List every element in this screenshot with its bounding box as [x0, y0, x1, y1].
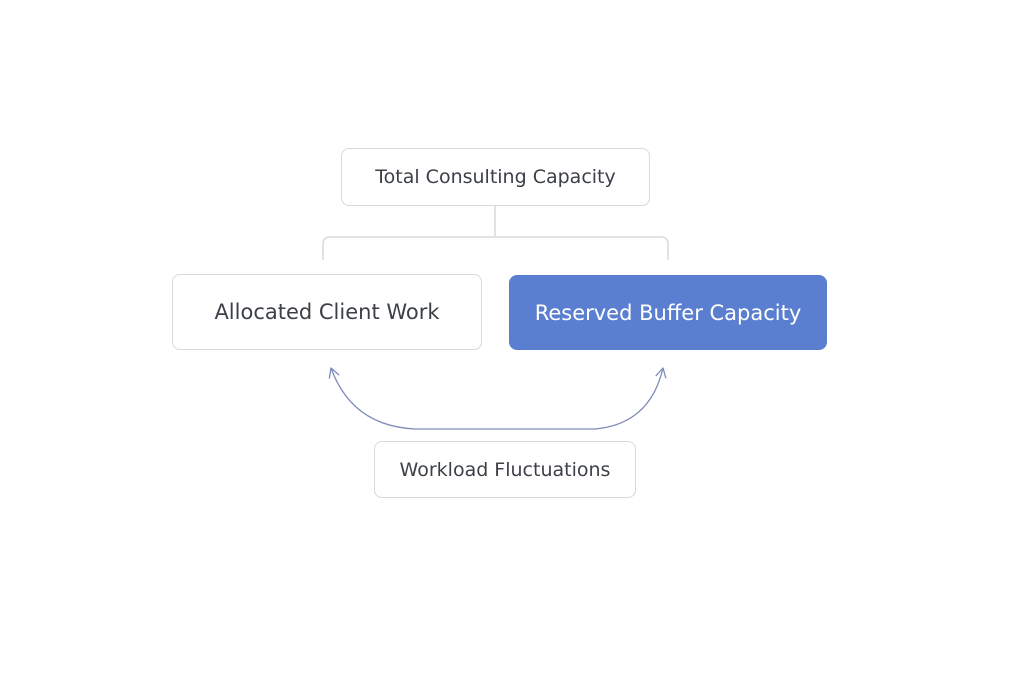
connector-bracket [322, 236, 669, 260]
node-workload-fluctuations: Workload Fluctuations [374, 441, 636, 498]
node-total-consulting-capacity: Total Consulting Capacity [341, 148, 650, 206]
node-allocated-client-work: Allocated Client Work [172, 274, 482, 350]
arrow-to-reserved [500, 367, 667, 430]
arrow-to-allocated [328, 367, 500, 430]
node-reserved-buffer-capacity: Reserved Buffer Capacity [509, 275, 827, 350]
